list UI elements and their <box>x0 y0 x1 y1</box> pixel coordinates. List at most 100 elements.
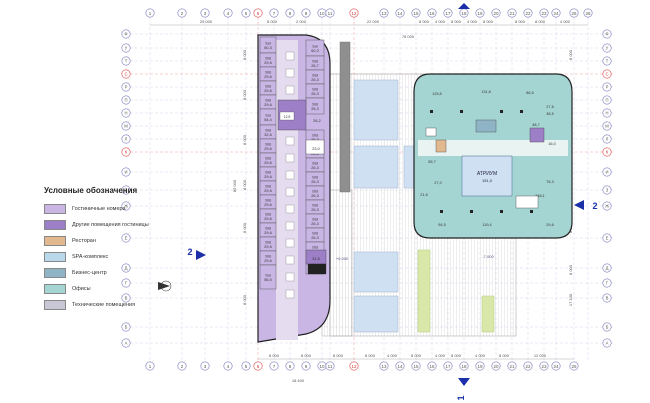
bathroom <box>285 153 295 163</box>
axis-label: 10 <box>319 11 325 16</box>
dimension-label: 8 000 <box>242 294 247 305</box>
axis-label: Б <box>606 325 609 330</box>
axis-label: 5 <box>245 364 248 369</box>
room-type: Std <box>265 227 271 231</box>
axis-label: С <box>124 72 127 77</box>
dimension-label: 8 000 <box>365 353 376 358</box>
axis-label: 8 <box>289 364 292 369</box>
axis-label: 12 <box>351 364 357 369</box>
axis-label: К <box>125 150 128 155</box>
room-type: Std <box>265 71 271 75</box>
bathroom <box>285 221 295 231</box>
level-mark: -7,000 <box>482 254 494 259</box>
axis-bubble <box>145 8 155 18</box>
axis-bubble <box>602 263 612 273</box>
axis-bubble <box>491 8 501 18</box>
dimension-label: 8 000 <box>333 353 344 358</box>
axis-bubble <box>551 8 561 18</box>
axis-bubble <box>241 361 251 371</box>
legend-label: Технические помещения <box>72 302 136 308</box>
axis-bubble <box>121 201 131 211</box>
room-area: 54,4 <box>264 118 271 122</box>
column <box>530 210 533 213</box>
dimension-label: 8 000 <box>515 19 526 24</box>
legend-item: Другие помещения гостиницы <box>44 217 234 233</box>
bathroom <box>285 255 295 265</box>
room-type: Std <box>265 143 271 147</box>
axis-label: 3 <box>204 11 207 16</box>
axis-label: М <box>124 124 128 129</box>
axis-label: 6 <box>257 11 260 16</box>
hotel-service-room <box>279 111 295 121</box>
axis-label: З <box>606 188 609 193</box>
room-type: Std <box>265 129 271 133</box>
room-area: 26,3 <box>311 92 318 96</box>
axis-bubble <box>507 361 517 371</box>
legend-label: Офисы <box>72 286 91 292</box>
legend-swatch <box>44 236 66 246</box>
axis-bubble <box>121 278 131 288</box>
room-type: Std <box>312 162 318 166</box>
axis-label: 20 <box>493 11 499 16</box>
room-type: Std <box>312 103 318 107</box>
atrium <box>461 155 513 197</box>
room-area: 29,6 <box>264 189 271 193</box>
axis-bubble <box>427 8 437 18</box>
legend-item: SPA-комплекс <box>44 249 234 265</box>
room-area: 26,3 <box>311 78 318 82</box>
axis-label: Д <box>125 266 128 271</box>
room-area: 29,6 <box>264 245 271 249</box>
legend-label: Ресторан <box>72 238 96 244</box>
legend-label: Гостиничные номера <box>72 206 126 212</box>
axis-label: Б <box>125 325 128 330</box>
axis-label: 2 <box>181 11 184 16</box>
hotel-room-left <box>259 264 277 290</box>
axis-label: 4 <box>227 11 230 16</box>
room-type: Std <box>265 157 271 161</box>
room-area: 60,3 <box>264 46 271 50</box>
room-type: Std <box>265 85 271 89</box>
axis-label: 16 <box>429 364 435 369</box>
axis-label: 16 <box>429 11 435 16</box>
axis-label: Г <box>125 281 128 286</box>
dimension-label: 76 000 <box>402 34 415 39</box>
dimension-label: 4 000 <box>435 19 446 24</box>
axis-bubble <box>145 361 155 371</box>
axis-bubble <box>539 361 549 371</box>
office-area: 21,6 <box>420 193 427 197</box>
axis-bubble <box>395 361 405 371</box>
axis-label: 14 <box>397 11 403 16</box>
dimension-label: 29 000 <box>200 19 213 24</box>
dimension-label: 8 000 <box>499 353 510 358</box>
axis-bubble <box>223 361 233 371</box>
axis-bubble <box>241 8 251 18</box>
axis-label: 13 <box>381 364 387 369</box>
axis-bubble <box>301 361 311 371</box>
axis-bubble <box>602 108 612 118</box>
axis-bubble <box>602 69 612 79</box>
dimension-label: 17 100 <box>568 293 573 306</box>
axis-label: 19 <box>477 364 483 369</box>
room-area: 29,6 <box>264 161 271 165</box>
room-area: 26,3 <box>311 194 318 198</box>
axis-bubble <box>301 8 311 18</box>
axis-bubble <box>200 361 210 371</box>
room-area: 29,6 <box>264 231 271 235</box>
atrium-label: АТРИУМ <box>477 171 497 177</box>
dimension-label: 8 000 <box>242 134 247 145</box>
axis-bubble <box>285 8 295 18</box>
room-type: Std <box>312 134 318 138</box>
plan-labels: 221 <box>158 3 598 401</box>
axis-bubble <box>602 233 612 243</box>
business-center-core <box>475 119 497 133</box>
room-type: Std <box>265 185 271 189</box>
dimension-label: 4 000 <box>475 353 486 358</box>
axis-label: Ж <box>124 204 128 209</box>
axis-label: 15 <box>413 11 419 16</box>
atrium-area: 151,0 <box>482 178 493 183</box>
axis-label: М <box>605 124 609 129</box>
axis-label: 12 <box>351 11 357 16</box>
room-type: Std <box>312 218 318 222</box>
garden-strip <box>481 295 495 333</box>
axis-bubble <box>602 56 612 66</box>
